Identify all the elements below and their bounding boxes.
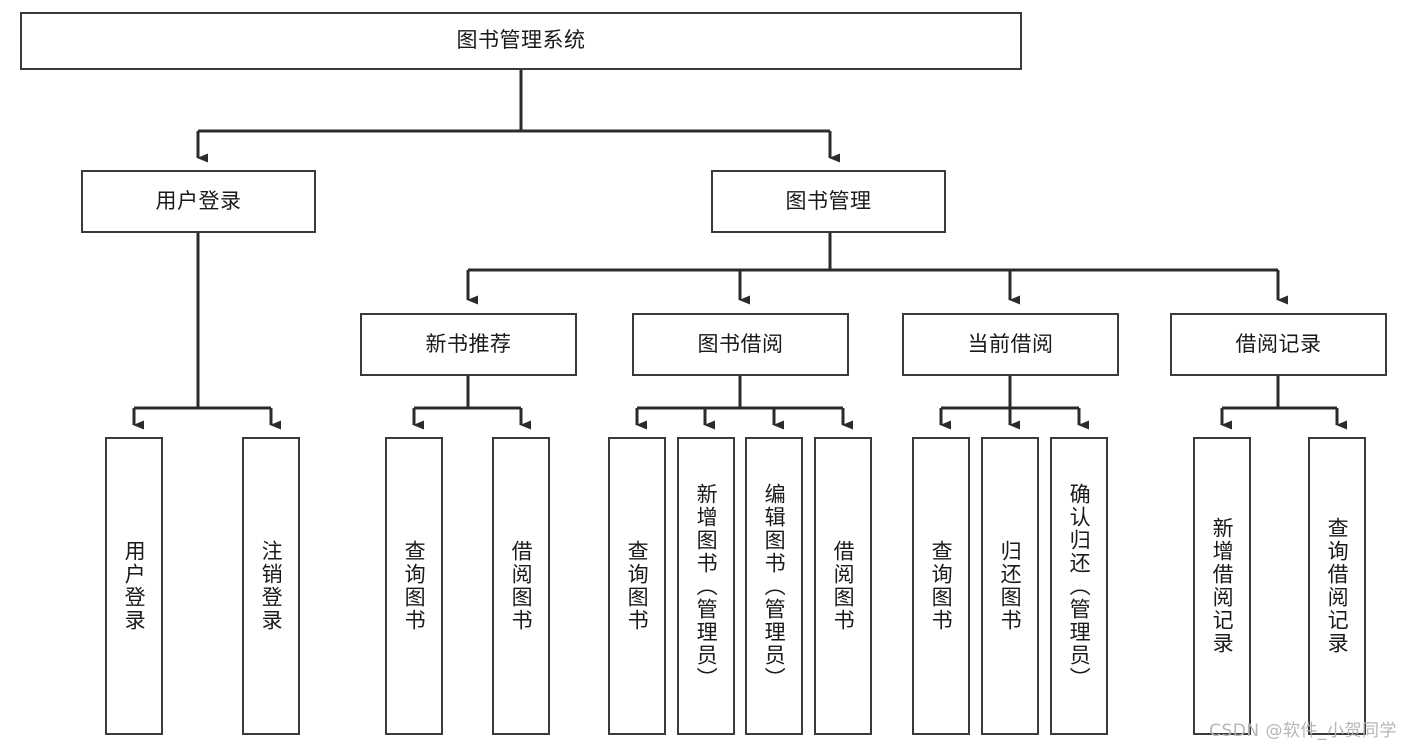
node-label: 查询图书 bbox=[929, 540, 954, 632]
node-leaf-borrow-book-recommend[interactable]: 借阅图书 bbox=[492, 437, 550, 735]
node-label: 当前借阅 bbox=[967, 331, 1054, 356]
node-label: 借阅图书 bbox=[509, 540, 534, 632]
node-label: 编辑图书（管理员） bbox=[762, 482, 787, 690]
node-leaf-logout-login[interactable]: 注销登录 bbox=[242, 437, 300, 735]
node-label: 查询图书 bbox=[625, 540, 650, 632]
node-label: 确认归还（管理员） bbox=[1067, 482, 1092, 690]
node-book-management[interactable]: 图书管理 bbox=[711, 170, 946, 233]
node-leaf-borrow-book[interactable]: 借阅图书 bbox=[814, 437, 872, 735]
node-label: 图书管理 bbox=[785, 188, 872, 213]
node-leaf-query-borrow-record[interactable]: 查询借阅记录 bbox=[1308, 437, 1366, 735]
node-label: 查询图书 bbox=[402, 540, 427, 632]
node-label: 注销登录 bbox=[259, 540, 284, 632]
node-leaf-user-login[interactable]: 用户登录 bbox=[105, 437, 163, 735]
node-label: 用户登录 bbox=[122, 540, 147, 632]
node-book-borrow[interactable]: 图书借阅 bbox=[632, 313, 849, 376]
node-label: 借阅图书 bbox=[831, 540, 856, 632]
node-leaf-query-book-recommend[interactable]: 查询图书 bbox=[385, 437, 443, 735]
node-leaf-query-book-borrow[interactable]: 查询图书 bbox=[608, 437, 666, 735]
node-label: 图书管理系统 bbox=[456, 28, 586, 53]
node-current-borrow[interactable]: 当前借阅 bbox=[902, 313, 1119, 376]
node-leaf-add-borrow-record[interactable]: 新增借阅记录 bbox=[1193, 437, 1251, 735]
node-leaf-edit-book-admin[interactable]: 编辑图书（管理员） bbox=[745, 437, 803, 735]
node-leaf-return-book[interactable]: 归还图书 bbox=[981, 437, 1039, 735]
node-label: 借阅记录 bbox=[1235, 331, 1322, 356]
node-label: 查询借阅记录 bbox=[1325, 517, 1350, 655]
node-root-book-management-system[interactable]: 图书管理系统 bbox=[20, 12, 1022, 70]
node-label: 新书推荐 bbox=[425, 331, 512, 356]
node-borrow-record[interactable]: 借阅记录 bbox=[1170, 313, 1387, 376]
node-leaf-add-book-admin[interactable]: 新增图书（管理员） bbox=[677, 437, 735, 735]
node-new-book-recommend[interactable]: 新书推荐 bbox=[360, 313, 577, 376]
node-label: 图书借阅 bbox=[697, 331, 784, 356]
watermark-text: CSDN @软件_小贺同学 bbox=[1209, 721, 1397, 741]
node-label: 新增借阅记录 bbox=[1210, 517, 1235, 655]
node-label: 归还图书 bbox=[998, 540, 1023, 632]
node-user-login[interactable]: 用户登录 bbox=[81, 170, 316, 233]
node-label: 用户登录 bbox=[155, 188, 242, 213]
node-leaf-query-book-current[interactable]: 查询图书 bbox=[912, 437, 970, 735]
node-label: 新增图书（管理员） bbox=[694, 482, 719, 690]
node-leaf-confirm-return-admin[interactable]: 确认归还（管理员） bbox=[1050, 437, 1108, 735]
